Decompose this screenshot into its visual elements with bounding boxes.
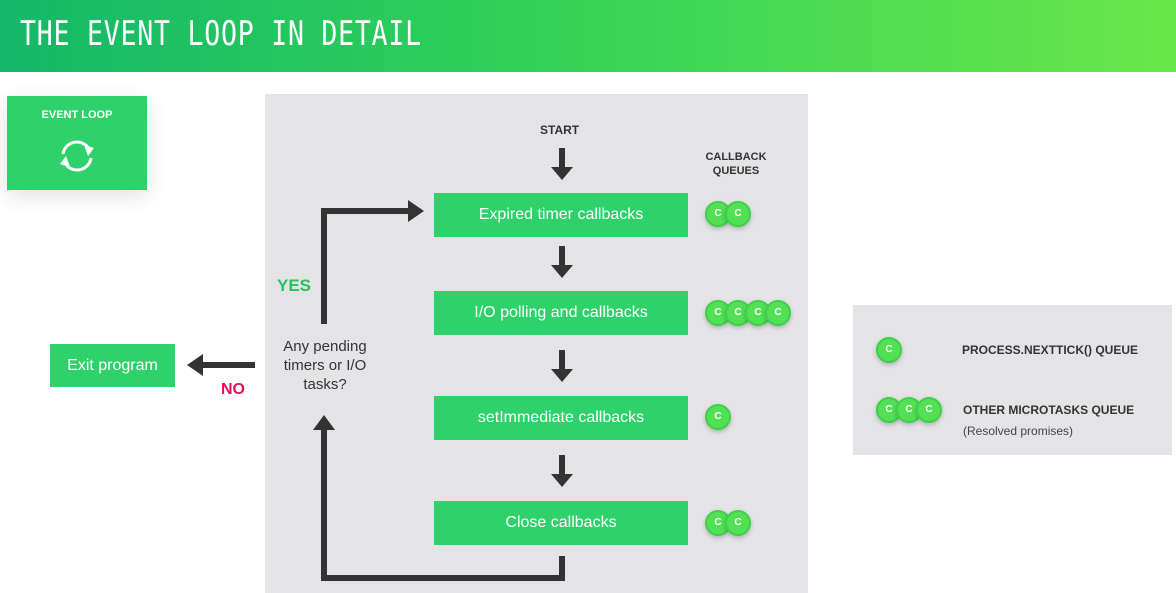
event-loop-badge: EVENT LOOP <box>7 96 147 190</box>
start-label: START <box>540 123 580 137</box>
callback-circle: C <box>765 300 791 326</box>
callback-circle: C <box>725 201 751 227</box>
legend-microtask-circle: C <box>916 397 942 423</box>
callback-queues-label: CALLBACK QUEUES <box>705 151 767 177</box>
phase-expired-timers: Expired timer callbacks <box>434 193 688 237</box>
loop-arrows-icon <box>60 140 94 172</box>
pending-question: Any pending timers or I/O tasks? <box>283 338 367 393</box>
badge-label: EVENT LOOP <box>41 109 113 121</box>
phase-set-immediate: setImmediate callbacks <box>434 396 688 440</box>
legend-microtask-label: OTHER MICROTASKS QUEUE <box>963 403 1135 417</box>
callback-circle: C <box>705 404 731 430</box>
legend-microtask-sub: (Resolved promises) <box>963 424 1074 438</box>
yes-label: YES <box>277 276 312 295</box>
phase-io-polling: I/O polling and callbacks <box>434 291 688 335</box>
header-bar: THE EVENT LOOP IN DETAIL <box>0 0 1176 72</box>
legend-nexttick-label: PROCESS.NEXTTICK() QUEUE <box>962 343 1139 357</box>
no-label: NO <box>221 381 245 398</box>
callback-circle: C <box>725 510 751 536</box>
phase-close-callbacks: Close callbacks <box>434 501 688 545</box>
legend-nexttick-circle: C <box>876 337 902 363</box>
queue-legend <box>853 305 1172 455</box>
page-title: THE EVENT LOOP IN DETAIL <box>20 14 422 54</box>
exit-program-box: Exit program <box>50 344 175 387</box>
